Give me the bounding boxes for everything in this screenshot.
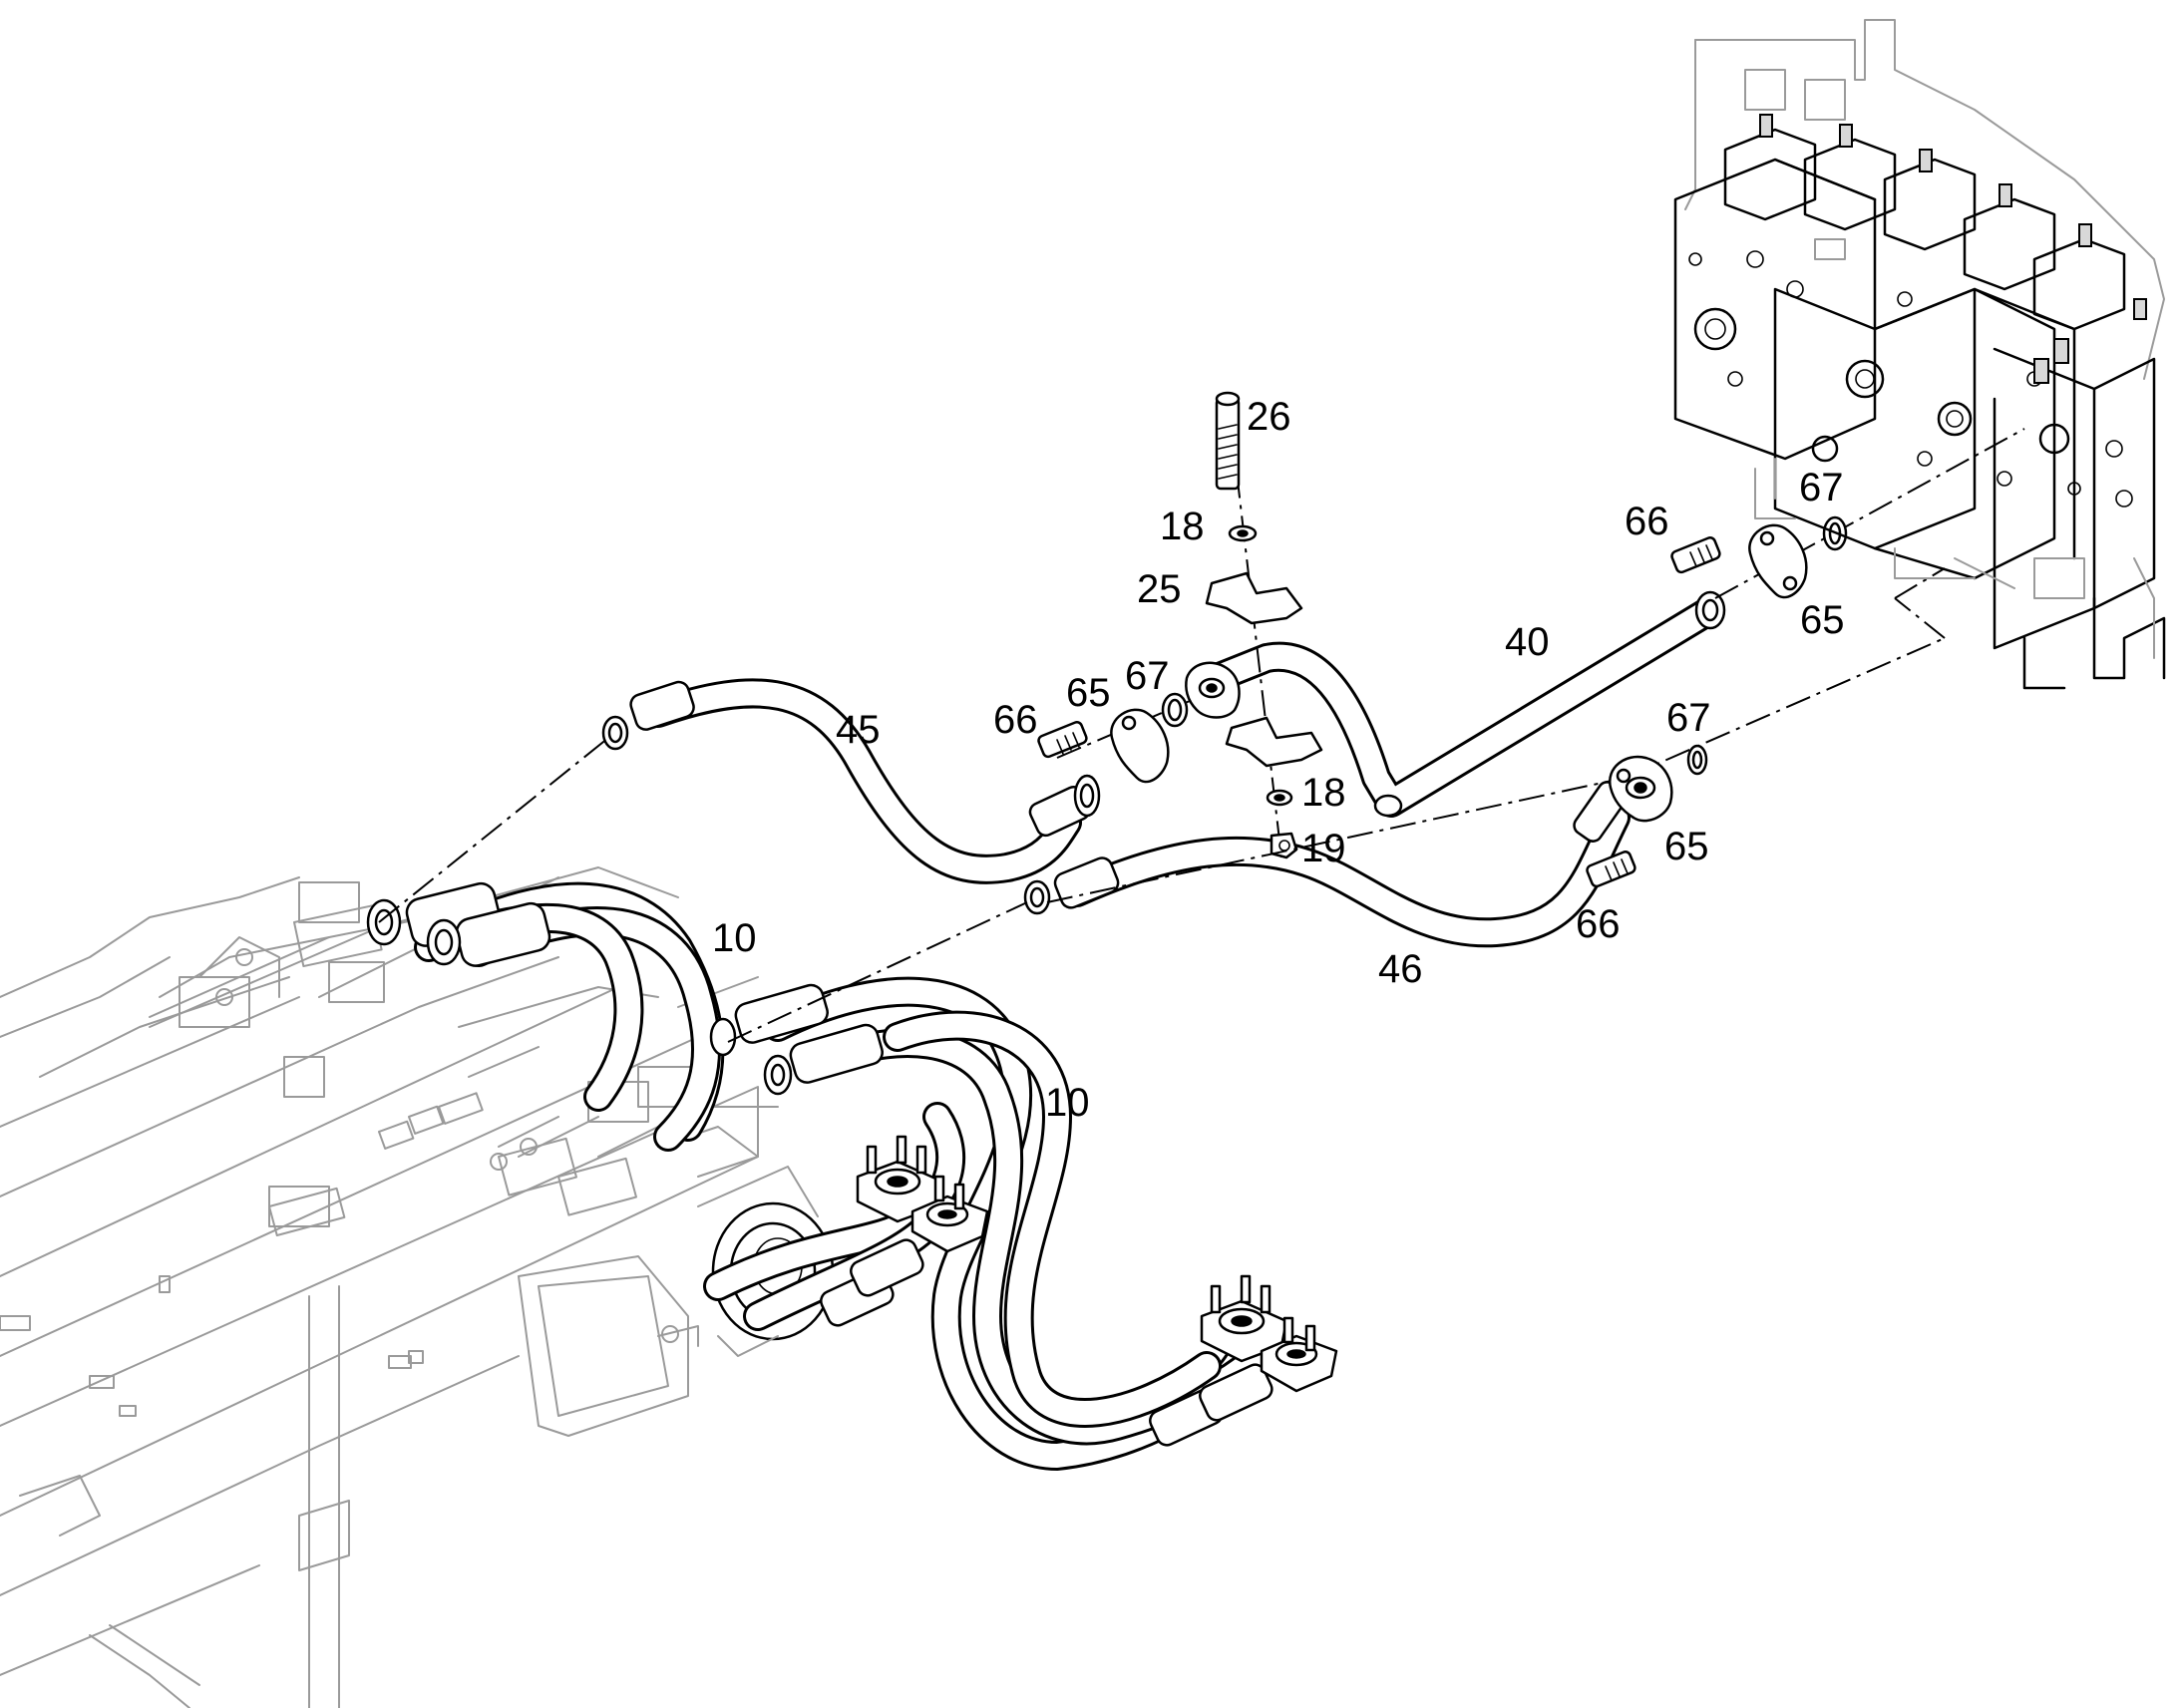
callout-46: 46 [1378,947,1423,991]
callout-26: 26 [1247,395,1291,439]
callout-65-left: 65 [1066,671,1111,715]
callout-18-bottom: 18 [1301,771,1346,815]
hose-10-upper [366,881,725,1152]
assembly-centre-lines [378,737,1028,1043]
callout-65-right-top: 65 [1800,598,1845,642]
flange-set-left [1037,661,1241,784]
callout-40: 40 [1505,620,1550,664]
flange-set-right-bottom [1046,567,1946,903]
hose-10-lower [703,976,1291,1471]
callout-45: 45 [836,708,881,752]
callout-66-left: 66 [993,698,1038,742]
callout-67-right-top: 67 [1799,466,1844,510]
hose-45 [601,678,1101,884]
clamp-plate-25-top [1205,571,1303,625]
callout-67-left: 67 [1125,654,1170,698]
bolt-66-left [1037,721,1088,759]
control-valve-block [1673,19,2166,690]
callout-66-right-bottom: 66 [1576,902,1621,946]
pipe-40 [1202,590,1726,818]
bolt-66-right-top [1670,536,1721,574]
flange-fittings-lower [856,1135,1338,1393]
callout-10-upper: 10 [712,916,757,960]
callout-19: 19 [1301,827,1346,870]
clamp-assembly [1205,391,1323,859]
hose-46 [1023,781,1631,948]
callout-66-right-top: 66 [1625,500,1669,543]
boom-structure [0,866,835,1708]
callout-25: 25 [1137,567,1182,611]
callout-67-right-bottom: 67 [1666,696,1711,740]
nut-19 [1270,832,1298,859]
callout-65-right-bottom: 65 [1664,825,1709,868]
clamp-plate-25-bottom [1225,716,1323,768]
flange-half-65-right-top [1748,523,1808,599]
flange-set-right-top [1670,428,2025,599]
callout-18-top: 18 [1160,505,1205,548]
callout-10-lower: 10 [1045,1081,1090,1125]
flange-half-65-left [1110,708,1170,784]
callout-labels: 26 18 25 67 65 66 45 18 19 40 66 67 65 6… [712,395,1845,1125]
bolt-66-right-bottom [1586,851,1636,888]
